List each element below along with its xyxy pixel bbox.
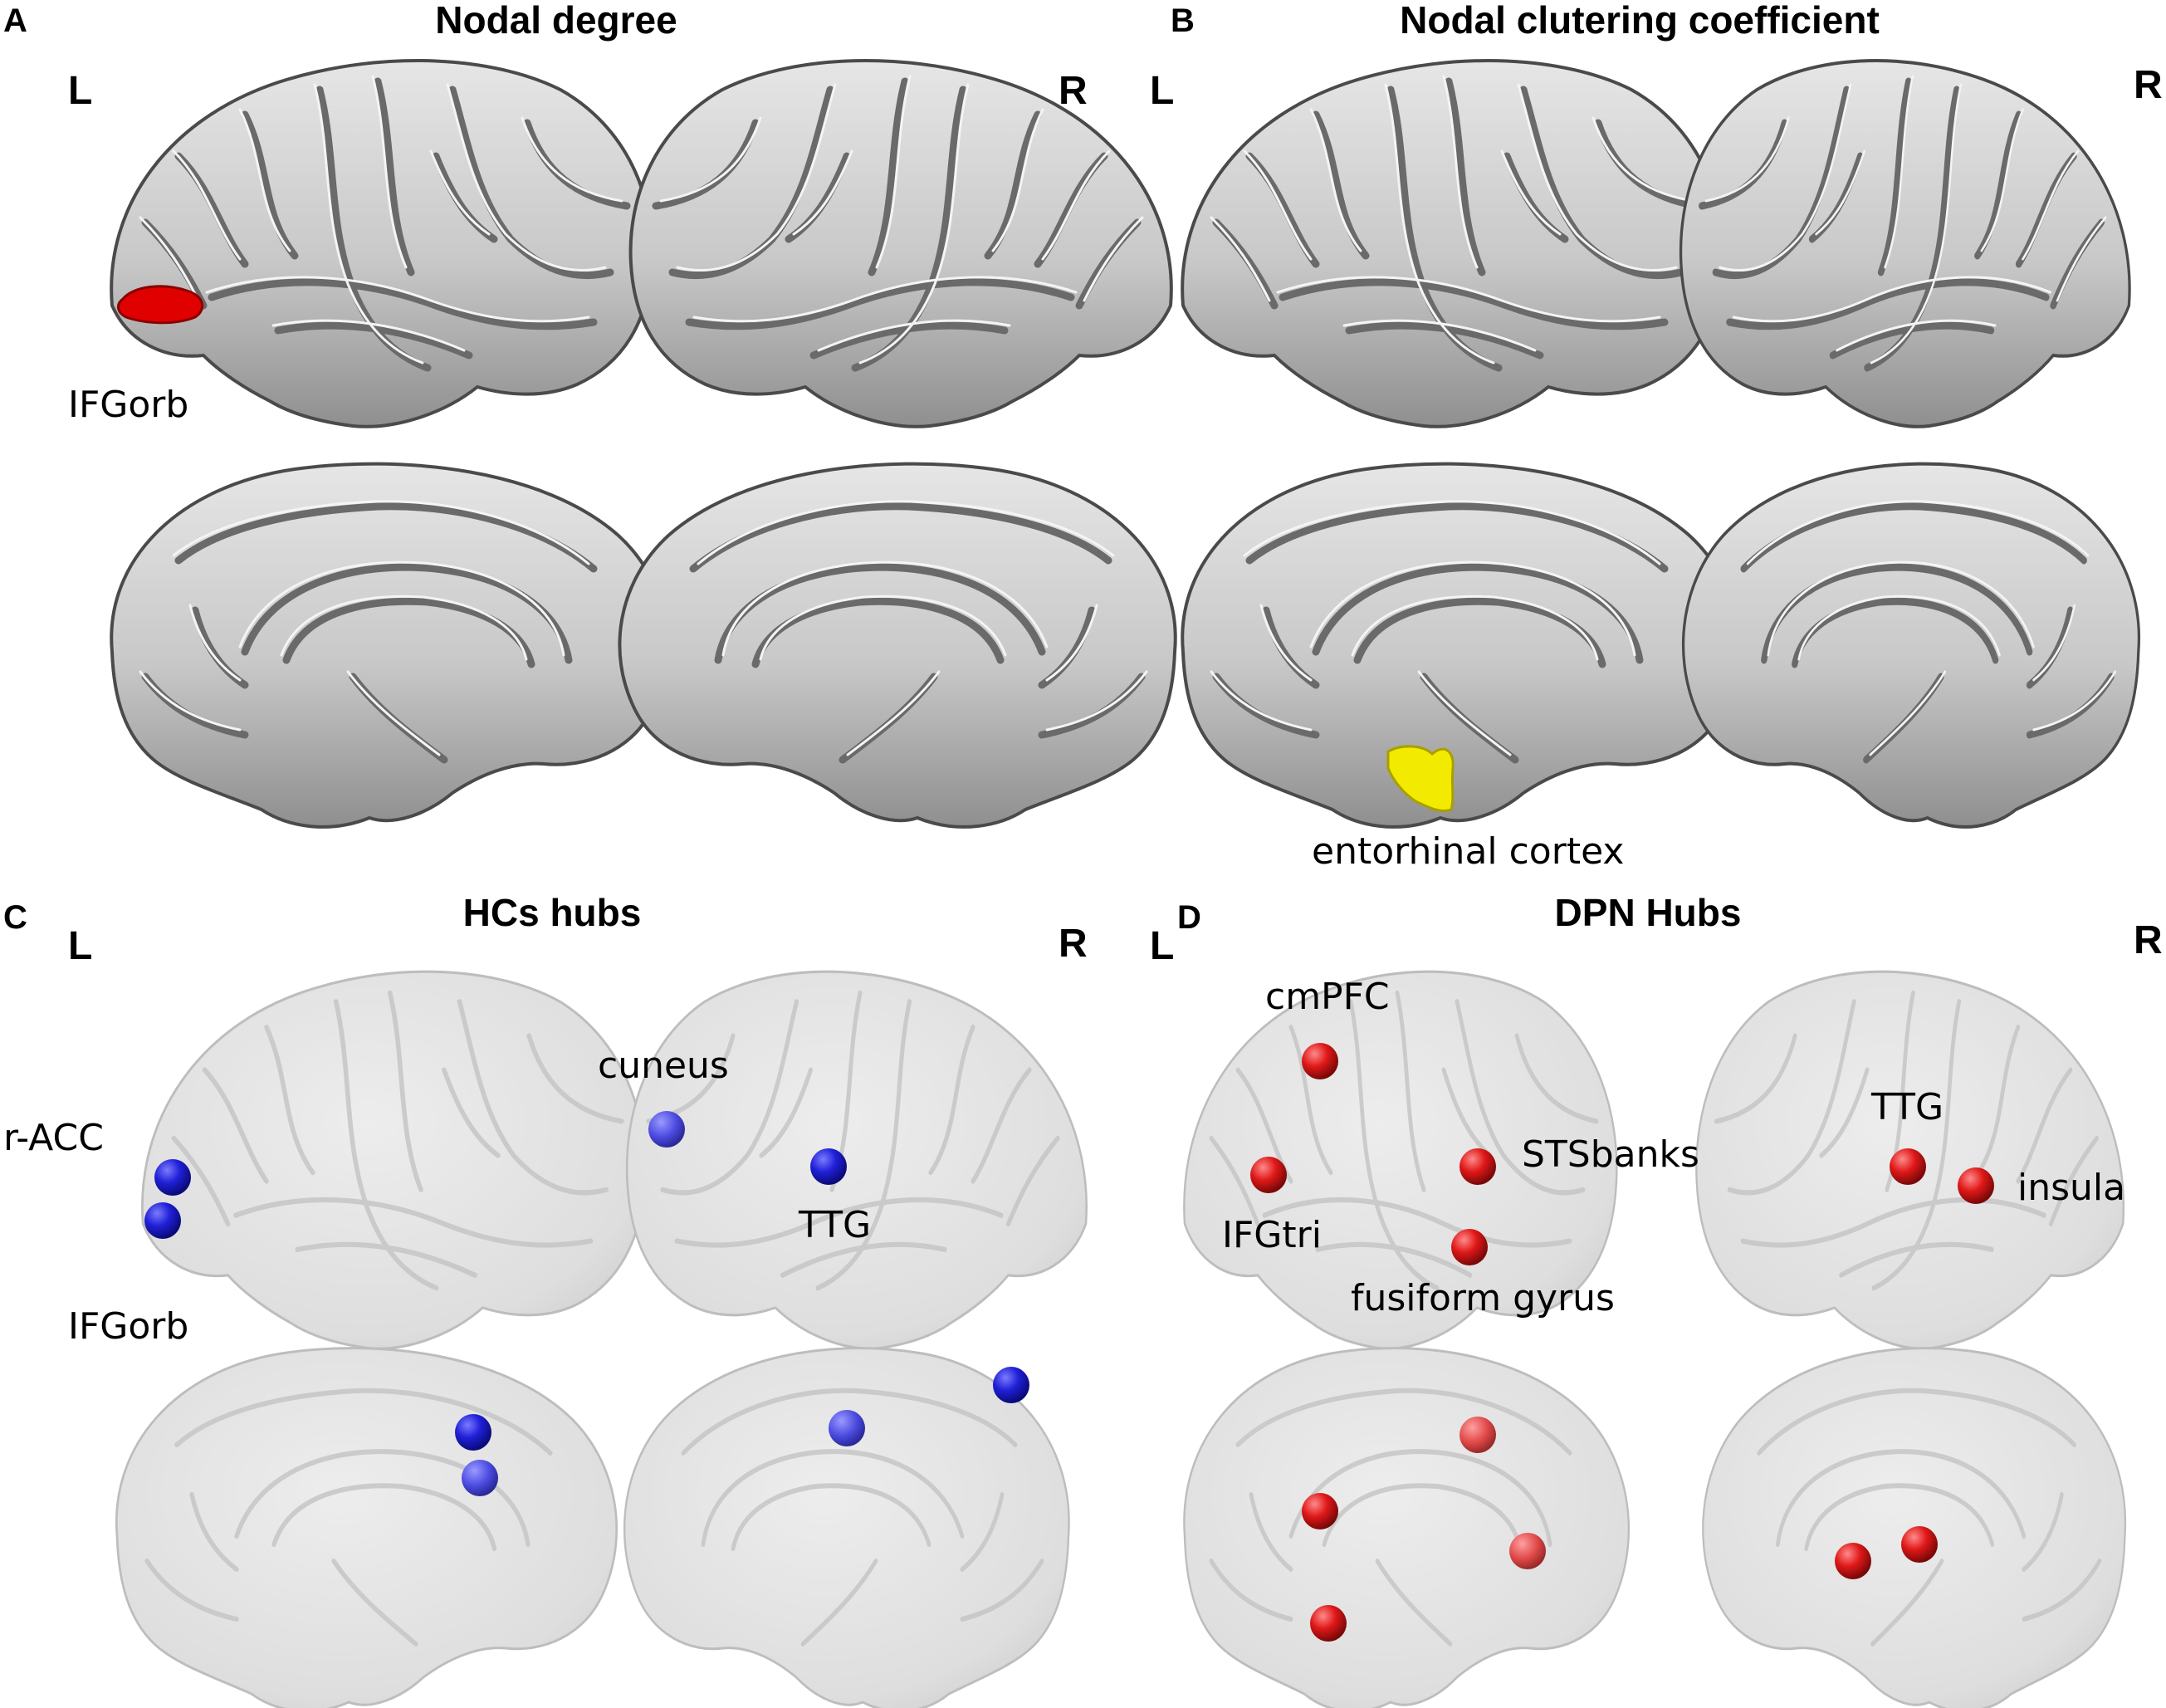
- brain-c-lateral-left: [142, 971, 645, 1348]
- hub-d-medial-6: [1901, 1526, 1938, 1563]
- hub-c-racc: [154, 1159, 191, 1196]
- panel-c-right-marker: R: [1059, 922, 1088, 966]
- hub-d-fusiform: [1451, 1229, 1488, 1265]
- hub-d-insula: [1958, 1167, 1994, 1204]
- brain-b-lateral-left: [1182, 61, 1723, 427]
- label-d-ifgtri: IFGtri: [1222, 1214, 1322, 1256]
- hub-d-medial-2: [1302, 1493, 1338, 1529]
- panel-d-right-marker: R: [2134, 918, 2163, 962]
- hub-c-medial-1: [455, 1414, 491, 1451]
- panel-c: C HCs hubs L R r-ACC cuneus TTG IFGorb: [3, 891, 1088, 1708]
- panel-a-left-marker: L: [68, 69, 92, 113]
- brain-a-lateral-left: [111, 61, 652, 427]
- brain-c-lateral-right: [627, 971, 1087, 1348]
- hub-c-ifgorb: [144, 1202, 181, 1239]
- panel-b-left-marker: L: [1150, 69, 1174, 113]
- panel-d-left-marker: L: [1150, 924, 1174, 968]
- panel-c-letter: C: [3, 899, 27, 936]
- label-a-ifgorb: IFGorb: [68, 384, 188, 426]
- panel-d-letter: D: [1177, 899, 1201, 936]
- panel-c-title: HCs hubs: [463, 891, 642, 934]
- label-c-racc: r-ACC: [3, 1117, 104, 1159]
- hub-d-cmpfc: [1302, 1043, 1338, 1079]
- label-d-fusiform: fusiform gyrus: [1351, 1277, 1615, 1319]
- hub-d-ifgtri: [1250, 1157, 1287, 1193]
- label-d-stsbanks: STSbanks: [1522, 1133, 1699, 1176]
- panel-b-right-marker: R: [2134, 63, 2163, 107]
- hub-c-ttg: [810, 1148, 847, 1185]
- hub-c-medial-2: [462, 1460, 498, 1496]
- brain-d-medial-left: [1184, 1348, 1628, 1708]
- label-c-ifgorb: IFGorb: [68, 1305, 188, 1348]
- hub-d-medial-3: [1509, 1533, 1546, 1569]
- hub-d-stsbanks: [1459, 1148, 1496, 1185]
- panel-d-title: DPN Hubs: [1555, 891, 1742, 934]
- brain-a-medial-right: [619, 464, 1175, 827]
- hub-c-medial-3: [829, 1410, 865, 1446]
- panel-d: D DPN Hubs L R cmPFC STSbanks IFGtri fus…: [1150, 891, 2163, 1708]
- hub-d-medial-4: [1310, 1605, 1347, 1642]
- region-highlight-ifgorb: [117, 285, 204, 325]
- label-d-insula: insula: [2017, 1167, 2125, 1209]
- brain-b-lateral-right: [1681, 61, 2130, 427]
- panel-a-right-marker: R: [1059, 69, 1088, 113]
- brain-c-medial-right: [624, 1348, 1068, 1708]
- panel-c-left-marker: L: [68, 924, 92, 968]
- brain-a-lateral-right: [631, 61, 1171, 427]
- label-b-entorhinal: entorhinal cortex: [1312, 830, 1624, 873]
- label-c-ttg: TTG: [798, 1204, 871, 1246]
- label-c-cuneus: cuneus: [598, 1045, 729, 1087]
- hub-d-medial-5: [1835, 1543, 1871, 1579]
- brain-b-medial-left: [1182, 464, 1738, 827]
- panel-a-letter: A: [3, 2, 27, 39]
- hub-c-medial-4: [993, 1367, 1029, 1403]
- brain-a-medial-left: [111, 464, 667, 827]
- hub-d-ttg: [1890, 1148, 1926, 1185]
- hub-d-medial-1: [1459, 1417, 1496, 1453]
- brain-c-medial-left: [116, 1348, 616, 1708]
- hub-c-cuneus: [648, 1111, 685, 1148]
- panel-a-title: Nodal degree: [435, 0, 677, 42]
- label-d-ttg: TTG: [1870, 1086, 1944, 1128]
- panel-b: B Nodal clutering coefficient L R entorh…: [1150, 0, 2163, 873]
- brain-b-medial-right: [1684, 464, 2139, 827]
- panel-b-letter: B: [1171, 2, 1195, 39]
- label-d-cmpfc: cmPFC: [1265, 976, 1390, 1018]
- panel-b-title: Nodal clutering coefficient: [1400, 0, 1880, 42]
- panel-a: A Nodal degree L R IFGorb: [3, 0, 1176, 827]
- region-highlight-entorhinal: [1386, 745, 1455, 813]
